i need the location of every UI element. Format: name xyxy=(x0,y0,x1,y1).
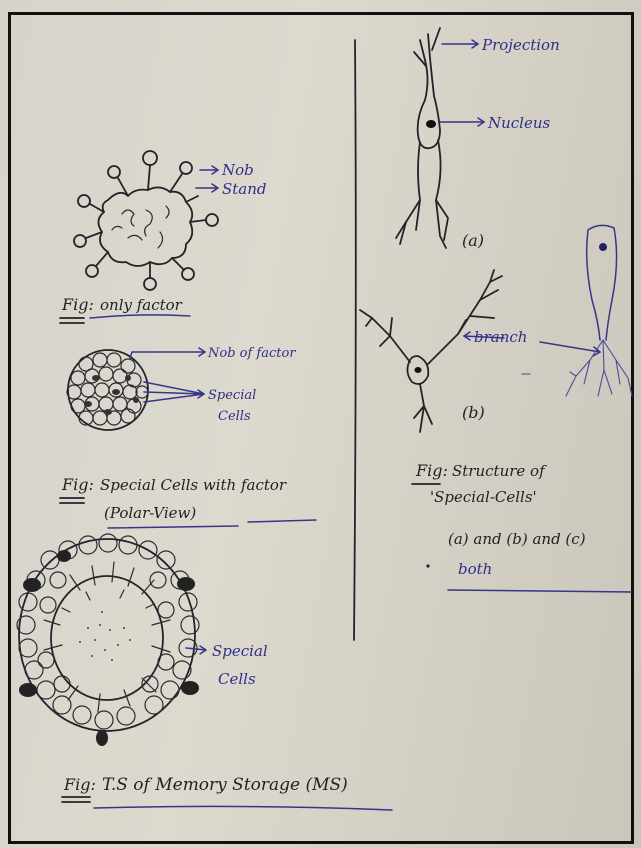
caption1-underline xyxy=(90,315,190,318)
caption2-fig: Fig: xyxy=(61,475,94,494)
nucleus-arrow xyxy=(440,118,484,126)
caption1-text: only factor xyxy=(100,296,183,314)
label-special-cells-2b: Cells xyxy=(218,670,256,688)
special-cells-arrows xyxy=(144,382,204,402)
caption4-special-cells: 'Special-Cells' xyxy=(430,488,537,506)
label-special-cells-1b: Cells xyxy=(218,409,251,424)
label-nucleus: Nucleus xyxy=(487,114,551,132)
caption3-text: T.S of Memory Storage (MS) xyxy=(102,775,348,795)
label-special-cells-1a: Special xyxy=(208,388,256,403)
label-branch: branch xyxy=(474,328,527,346)
nob-factor-arrow xyxy=(130,348,205,358)
label-a: (a) xyxy=(462,231,484,250)
virus-drawing xyxy=(74,151,218,290)
label-strand: Stand xyxy=(222,180,267,198)
cell-c-drawing xyxy=(566,225,632,396)
caption4-underline xyxy=(448,590,632,592)
caption4-fig: Fig: xyxy=(415,461,448,480)
label-b: (b) xyxy=(462,403,485,422)
caption1-fig: Fig: xyxy=(61,295,94,314)
label-projection: Projection xyxy=(481,36,560,54)
branch-arrow-right xyxy=(540,342,600,356)
caption3-underline xyxy=(94,806,392,810)
caption1-fig-underline xyxy=(60,318,84,323)
caption2-fig-underline xyxy=(60,498,84,503)
caption4-both: both xyxy=(458,560,492,578)
projection-arrow xyxy=(442,40,478,48)
label-knob: Nob xyxy=(221,161,254,179)
strand-arrow xyxy=(196,184,218,192)
neuron-a-drawing xyxy=(396,28,448,248)
caption3-fig: Fig: xyxy=(63,775,96,794)
label-special-cells-2a: Special xyxy=(212,642,268,660)
cell-cluster-drawing xyxy=(67,350,148,430)
caption2-text: Special Cells with factor xyxy=(100,476,287,494)
caption4-structure: Structure of xyxy=(452,462,547,480)
label-nob-of-factor: Nob of factor xyxy=(207,346,296,361)
knob-arrow xyxy=(200,166,218,174)
bullet-dot xyxy=(426,564,429,567)
caption2-polar-view: (Polar-View) xyxy=(104,504,196,522)
memory-storage-drawing xyxy=(17,534,199,746)
page-divider-line xyxy=(354,40,356,640)
caption3-fig-underline xyxy=(62,797,90,802)
caption4-a-and-b-and-c: (a) and (b) and (c) xyxy=(448,530,586,548)
